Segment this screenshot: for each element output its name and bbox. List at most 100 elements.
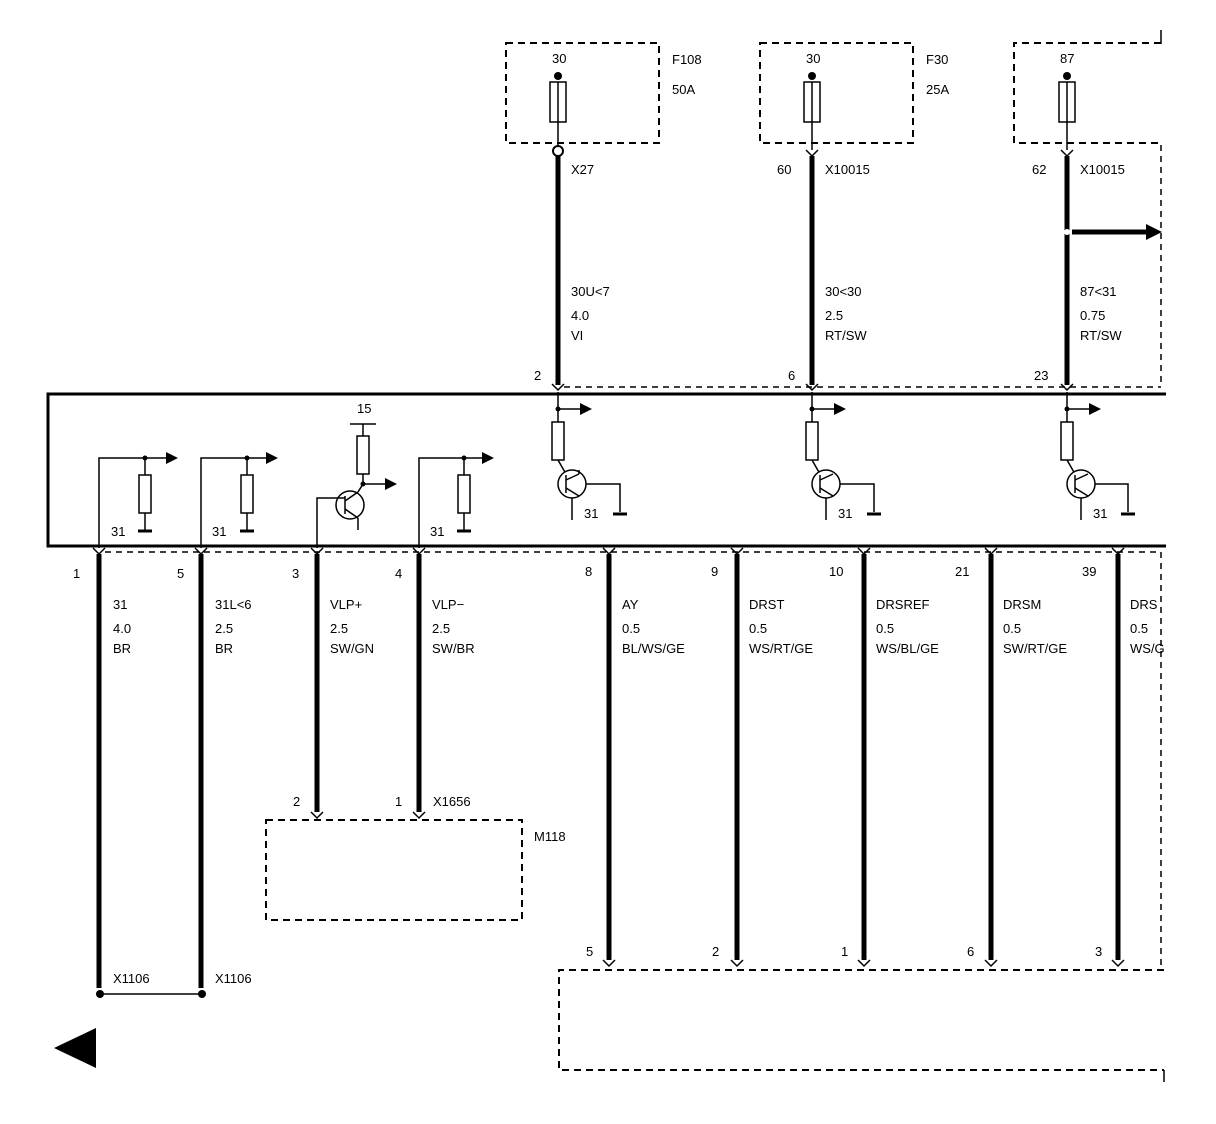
module-pin-label: 8: [585, 564, 592, 579]
wire-size: 4.0: [571, 308, 589, 323]
resistor-icon: [138, 474, 152, 514]
pin-chevron: [1111, 547, 1125, 556]
wire-color: SW/BR: [432, 641, 475, 656]
module-pin-label: 6: [788, 368, 795, 383]
end-connector-label: X1106: [113, 971, 150, 986]
component-outline: [558, 969, 1164, 1071]
pullup-circuit-pin4: 31: [418, 452, 494, 548]
bottom-wire-pin21: 21 DRSM 0.5 SW/RT/GE 6: [955, 547, 1067, 968]
arrow-icon: [580, 403, 592, 415]
wire-size: 0.5: [876, 621, 894, 636]
motor-m118: M118: [265, 819, 566, 921]
fuse-block-87: 87 62 X10015 87<31 0.75 RT/SW 23: [1013, 30, 1162, 392]
page-edge-mask: [1166, 540, 1216, 680]
wire-code: VLP+: [330, 597, 362, 612]
pin-chevron: [805, 383, 819, 392]
transistor-icon: [811, 469, 841, 499]
pin-chevron: [730, 959, 744, 968]
pin-chevron: [1060, 149, 1074, 158]
bottom-wire-pin4: 4 VLP− 2.5 SW/BR 1 X1656: [395, 547, 475, 820]
wire-code: DRS: [1130, 597, 1158, 612]
transistor-collector: [344, 491, 359, 502]
circuit-trace: [1095, 483, 1129, 512]
motor-id: M118: [534, 829, 566, 844]
pin-chevron: [412, 547, 426, 556]
pin-chevron: [412, 811, 426, 820]
transistor-emitter: [1074, 487, 1089, 497]
control-module: 31 31 15: [46, 392, 1166, 548]
end-pin-label: 2: [712, 944, 719, 959]
bottom-wire-pin5: 5 31L<6 2.5 BR X1106: [177, 547, 252, 998]
circuit-trace: [586, 483, 621, 512]
wire-code: 30<30: [825, 284, 862, 299]
end-pin-label: 1: [841, 944, 848, 959]
connector-open-terminal: [552, 145, 564, 157]
fuse-box-outline: [1013, 42, 1161, 144]
pin-chevron: [805, 149, 819, 158]
pin-chevron: [602, 547, 616, 556]
arrow-icon: [166, 452, 178, 464]
wire-code: DRSM: [1003, 597, 1041, 612]
splice-point: [1064, 229, 1070, 235]
transistor-emitter: [819, 487, 834, 497]
circuit-trace: [840, 483, 875, 512]
wire-color: WS/BL/GE: [876, 641, 939, 656]
fuse-pin-label: 30: [806, 51, 820, 66]
resistor-icon: [240, 474, 254, 514]
transistor-icon: [335, 490, 365, 520]
triangle-left-icon[interactable]: [54, 1028, 96, 1068]
lower-component: [558, 969, 1165, 1082]
module-outline: [46, 392, 1166, 548]
ground-label: 31: [1093, 506, 1107, 521]
wire-color: BR: [215, 641, 233, 656]
module-pin-label: 10: [829, 564, 843, 579]
transistor-emitter: [565, 487, 580, 497]
wire-color: SW/GN: [330, 641, 374, 656]
connector-pin-label: 60: [777, 162, 791, 177]
input-stage-pin6: 31: [805, 392, 881, 521]
fuse-terminal: [1063, 72, 1071, 80]
fuse-terminal: [554, 72, 562, 80]
wire-color: WS/G: [1130, 641, 1165, 656]
wire-size: 2.5: [330, 621, 348, 636]
circuit-trace: [316, 497, 345, 548]
circuit-trace: [98, 457, 170, 548]
fuse-block-f108: 30 F108 50A X27 30U<7 4.0 VI 2: [505, 42, 702, 392]
wire-size: 0.5: [1003, 621, 1021, 636]
wire-color: RT/SW: [825, 328, 867, 343]
wire-size: 0.5: [1130, 621, 1148, 636]
module-pin-label: 1: [73, 566, 80, 581]
bottom-wire-pin1: 1 31 4.0 BR X1106: [73, 547, 150, 998]
input-stage-pin2: 31: [551, 392, 627, 521]
fuse-terminal: [808, 72, 816, 80]
fuse-pin-label: 30: [552, 51, 566, 66]
pin-chevron: [1060, 383, 1074, 392]
pin-chevron: [194, 547, 208, 556]
fuse-id: F108: [672, 52, 702, 67]
resistor-icon: [1060, 421, 1074, 461]
module-pin-label: 2: [534, 368, 541, 383]
pin-chevron: [857, 547, 871, 556]
pin-chevron: [857, 959, 871, 968]
fuse-box-outline: [759, 42, 914, 144]
arrow-icon: [834, 403, 846, 415]
fuse-box-outline: [505, 42, 660, 144]
wire-size: 2.5: [432, 621, 450, 636]
module-pin-label: 5: [177, 566, 184, 581]
bottom-wire-pin10: 10 DRSREF 0.5 WS/BL/GE 1: [829, 547, 939, 968]
bottom-wire-pin8: 8 AY 0.5 BL/WS/GE 5: [585, 547, 685, 968]
wire-size: 0.5: [622, 621, 640, 636]
wire-code: 31: [113, 597, 127, 612]
module-pin-label: 3: [292, 566, 299, 581]
pin-chevron: [551, 383, 565, 392]
arrow-icon: [1089, 403, 1101, 415]
module-pin-label: 21: [955, 564, 969, 579]
wire-size: 4.0: [113, 621, 131, 636]
end-pin-label: 5: [586, 944, 593, 959]
pin-chevron: [730, 547, 744, 556]
arrow-icon: [266, 452, 278, 464]
resistor-icon: [457, 474, 471, 514]
wire-size: 2.5: [215, 621, 233, 636]
ground-label: 31: [212, 524, 226, 539]
